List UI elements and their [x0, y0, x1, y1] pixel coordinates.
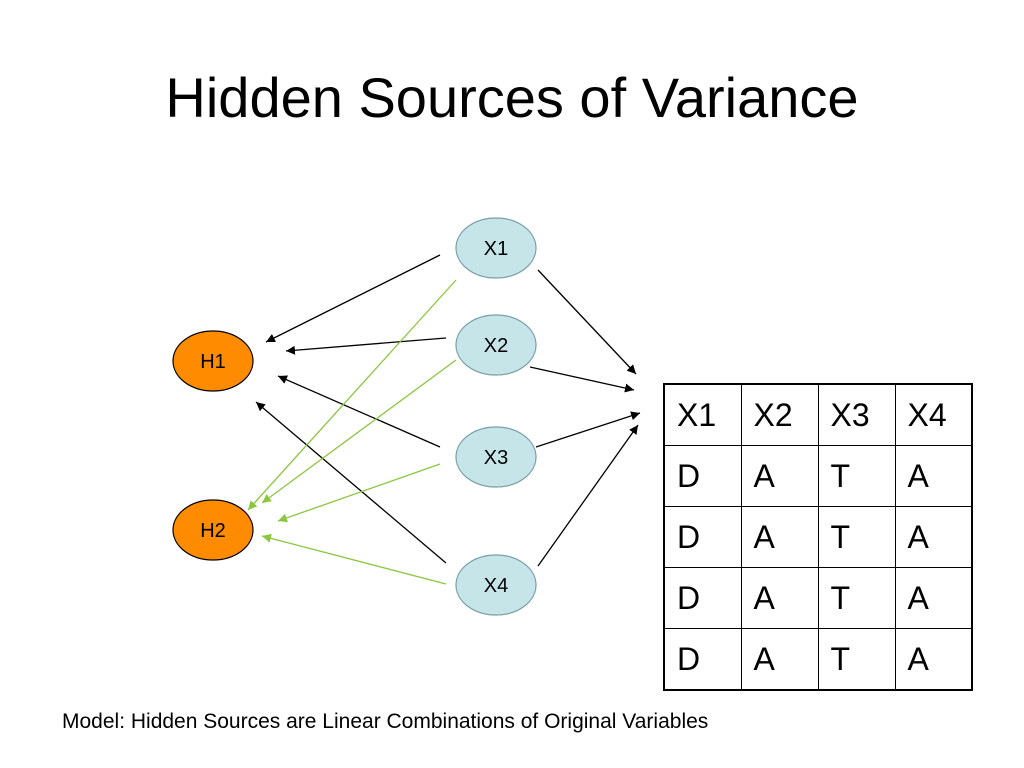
table-header-cell: X2 [740, 383, 819, 446]
edge-x3-h2 [277, 463, 441, 523]
table-row: D A T A [663, 445, 973, 507]
edge-x4-table [537, 424, 639, 567]
edge-x2-h2 [261, 359, 457, 504]
edge-x1-h1 [265, 254, 441, 343]
table-header-row: X1 X2 X3 X4 [663, 383, 973, 446]
node-x2: X2 [455, 314, 537, 376]
table-cell: D [663, 506, 742, 568]
edge-x1-h2 [247, 279, 457, 511]
table-cell: T [817, 506, 896, 568]
table-row: D A T A [663, 567, 973, 629]
table-cell: A [894, 506, 973, 568]
node-x1: X1 [455, 217, 537, 279]
caption: Model: Hidden Sources are Linear Combina… [62, 710, 709, 733]
node-x1-label: X1 [484, 238, 508, 260]
table-row: D A T A [663, 506, 973, 568]
node-x3: X3 [455, 426, 537, 488]
edge-x2-table [529, 366, 635, 393]
slide-title: Hidden Sources of Variance [165, 66, 859, 129]
table-cell: A [894, 628, 973, 691]
table-cell: D [663, 567, 742, 629]
node-h2: H2 [172, 499, 254, 561]
table-cell: A [894, 567, 973, 629]
edge-x2-h1 [285, 337, 447, 355]
table-cell: T [817, 567, 896, 629]
node-h1-label: H1 [200, 351, 226, 373]
edge-x4-h1 [255, 401, 447, 564]
node-h1: H1 [172, 330, 254, 392]
node-x4-label: X4 [484, 575, 508, 597]
node-x4: X4 [455, 554, 537, 616]
edge-x3-h1 [277, 375, 441, 448]
table-cell: A [740, 506, 819, 568]
table-header-cell: X1 [663, 383, 742, 446]
table-cell: A [894, 445, 973, 507]
table-cell: A [740, 567, 819, 629]
edge-x3-table [535, 411, 641, 448]
table-cell: T [817, 445, 896, 507]
table-row: D A T A [663, 628, 973, 691]
table-header-cell: X4 [894, 383, 973, 446]
edge-x4-h2 [261, 533, 447, 585]
table-cell: D [663, 628, 742, 691]
table-header-cell: X3 [817, 383, 896, 446]
edge-x1-table [537, 269, 637, 375]
node-x3-label: X3 [484, 447, 508, 469]
table-cell: D [663, 445, 742, 507]
table-cell: A [740, 628, 819, 691]
data-table: X1 X2 X3 X4 D A T A D A T A D A T A D A … [663, 383, 973, 691]
table-cell: A [740, 445, 819, 507]
node-x2-label: X2 [484, 335, 508, 357]
node-h2-label: H2 [200, 520, 226, 542]
table-cell: T [817, 628, 896, 691]
